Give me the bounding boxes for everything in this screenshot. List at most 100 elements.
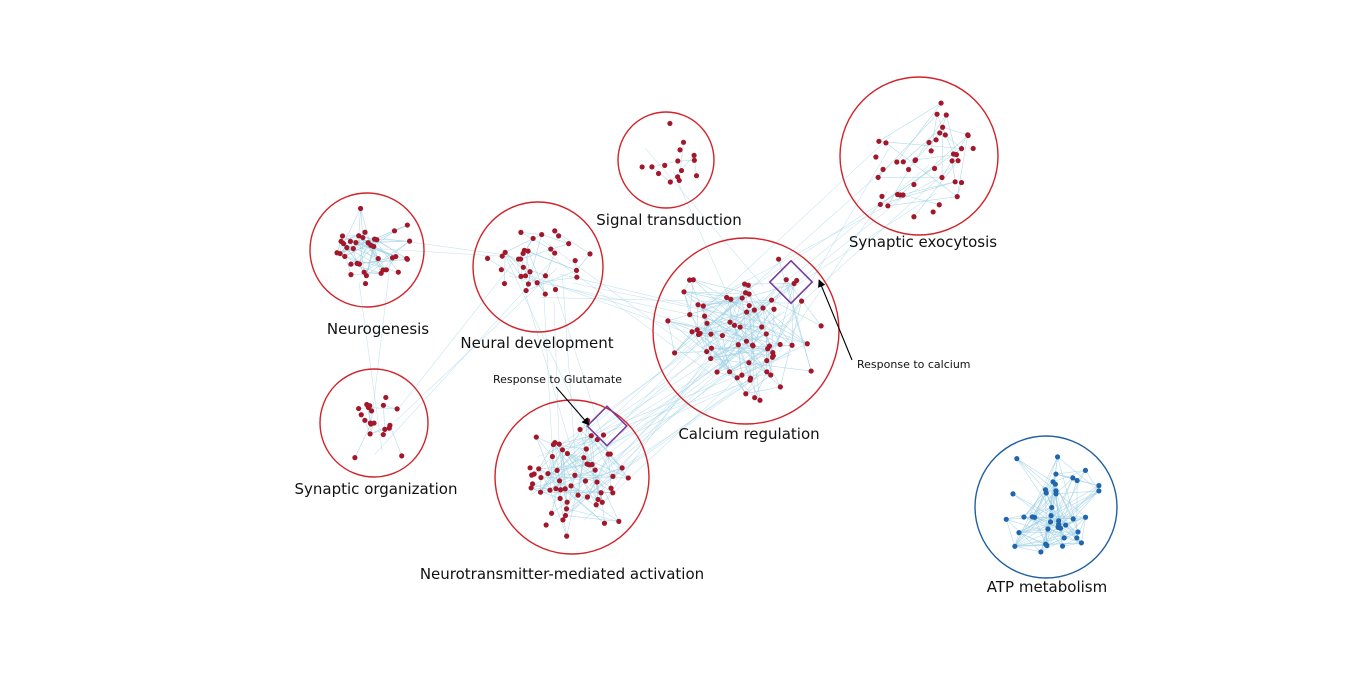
- gene-node: [387, 422, 393, 428]
- gene-node: [1096, 483, 1102, 489]
- gene-node: [552, 439, 558, 446]
- edge: [915, 154, 957, 161]
- gene-node: [1070, 516, 1076, 522]
- gene-node: [573, 267, 580, 273]
- gene-node: [676, 177, 682, 184]
- gene-node: [574, 274, 580, 280]
- bridge-edge: [562, 276, 577, 473]
- bridge-edge: [551, 277, 617, 481]
- gene-node: [746, 360, 752, 366]
- edge: [689, 279, 694, 315]
- edge: [610, 453, 623, 469]
- gene-node: [338, 238, 344, 244]
- gene-node: [560, 517, 566, 523]
- gene-node: [557, 487, 564, 493]
- cluster-edges: [877, 102, 969, 217]
- edge: [936, 114, 946, 136]
- gene-node: [777, 384, 783, 390]
- gene-node: [1096, 488, 1102, 494]
- edge: [683, 291, 691, 315]
- gene-node: [559, 447, 566, 453]
- gene-node: [958, 146, 965, 152]
- edge: [674, 351, 707, 354]
- edge: [565, 496, 588, 516]
- gene-node: [515, 256, 522, 262]
- gene-node: [407, 238, 413, 244]
- gene-node: [394, 406, 400, 412]
- edge: [363, 240, 410, 273]
- gene-node: [350, 246, 356, 252]
- gene-node: [759, 324, 765, 330]
- edge: [354, 423, 372, 458]
- gene-node: [931, 165, 938, 172]
- edge: [389, 425, 403, 456]
- cluster-synaptic-exocytosis: Synaptic exocytosis: [839, 76, 999, 251]
- edge: [903, 127, 943, 163]
- gene-node: [1059, 543, 1066, 549]
- gene-node: [518, 273, 524, 279]
- edge: [376, 239, 408, 260]
- bridge-edge: [598, 375, 760, 450]
- edge: [667, 320, 707, 352]
- gene-node: [735, 342, 741, 348]
- gene-node: [484, 255, 491, 261]
- gene-node: [708, 355, 714, 362]
- gene-node: [552, 250, 558, 256]
- edge: [771, 299, 822, 327]
- edge: [1081, 517, 1086, 543]
- gene-node: [374, 237, 380, 243]
- bridge-edge: [540, 297, 792, 304]
- bridge-edge: [644, 147, 764, 287]
- edge: [1006, 519, 1042, 553]
- gene-node: [724, 294, 730, 301]
- gene-node: [1074, 535, 1080, 541]
- gene-node: [593, 502, 599, 508]
- edge: [1032, 516, 1048, 546]
- gene-node: [584, 494, 591, 500]
- edge: [570, 467, 623, 487]
- bridge-edge: [546, 252, 712, 375]
- gene-node: [625, 475, 631, 481]
- gene-node: [677, 147, 683, 153]
- gene-node: [348, 261, 354, 267]
- gene-node: [743, 338, 750, 344]
- cluster-edges: [667, 259, 822, 401]
- edge: [1077, 480, 1099, 486]
- gene-node: [1010, 491, 1016, 497]
- gene-node: [926, 139, 932, 146]
- edge: [710, 358, 730, 373]
- gene-node: [737, 324, 743, 330]
- edge: [525, 270, 577, 291]
- edge: [914, 132, 940, 161]
- edge: [538, 468, 551, 491]
- cluster-neurogenesis: Neurogenesis: [309, 192, 429, 338]
- edge: [651, 166, 671, 183]
- edge: [545, 252, 555, 276]
- gene-node: [587, 251, 593, 257]
- edge: [729, 345, 770, 373]
- cluster-edges: [336, 208, 410, 276]
- gene-node: [690, 277, 696, 283]
- edge: [1034, 517, 1051, 523]
- gene-node: [1038, 549, 1044, 555]
- edge: [1023, 516, 1082, 544]
- annotation-response-to-glutamate: Response to Glutamate: [493, 373, 628, 447]
- edge: [674, 293, 750, 354]
- edge: [591, 435, 611, 455]
- gene-node: [746, 291, 752, 297]
- gene-node: [768, 372, 774, 378]
- edge: [716, 311, 747, 373]
- gene-node: [534, 280, 540, 286]
- gene-node: [695, 302, 701, 308]
- edge: [942, 126, 968, 136]
- gene-node: [751, 307, 757, 313]
- gene-node: [362, 417, 368, 423]
- gene-node: [562, 512, 569, 519]
- edge: [1060, 480, 1078, 529]
- edge: [487, 258, 529, 285]
- gene-node: [357, 205, 364, 212]
- gene-node: [789, 342, 795, 348]
- gene-node: [894, 159, 900, 165]
- gene-node: [378, 270, 384, 276]
- edge: [567, 453, 596, 471]
